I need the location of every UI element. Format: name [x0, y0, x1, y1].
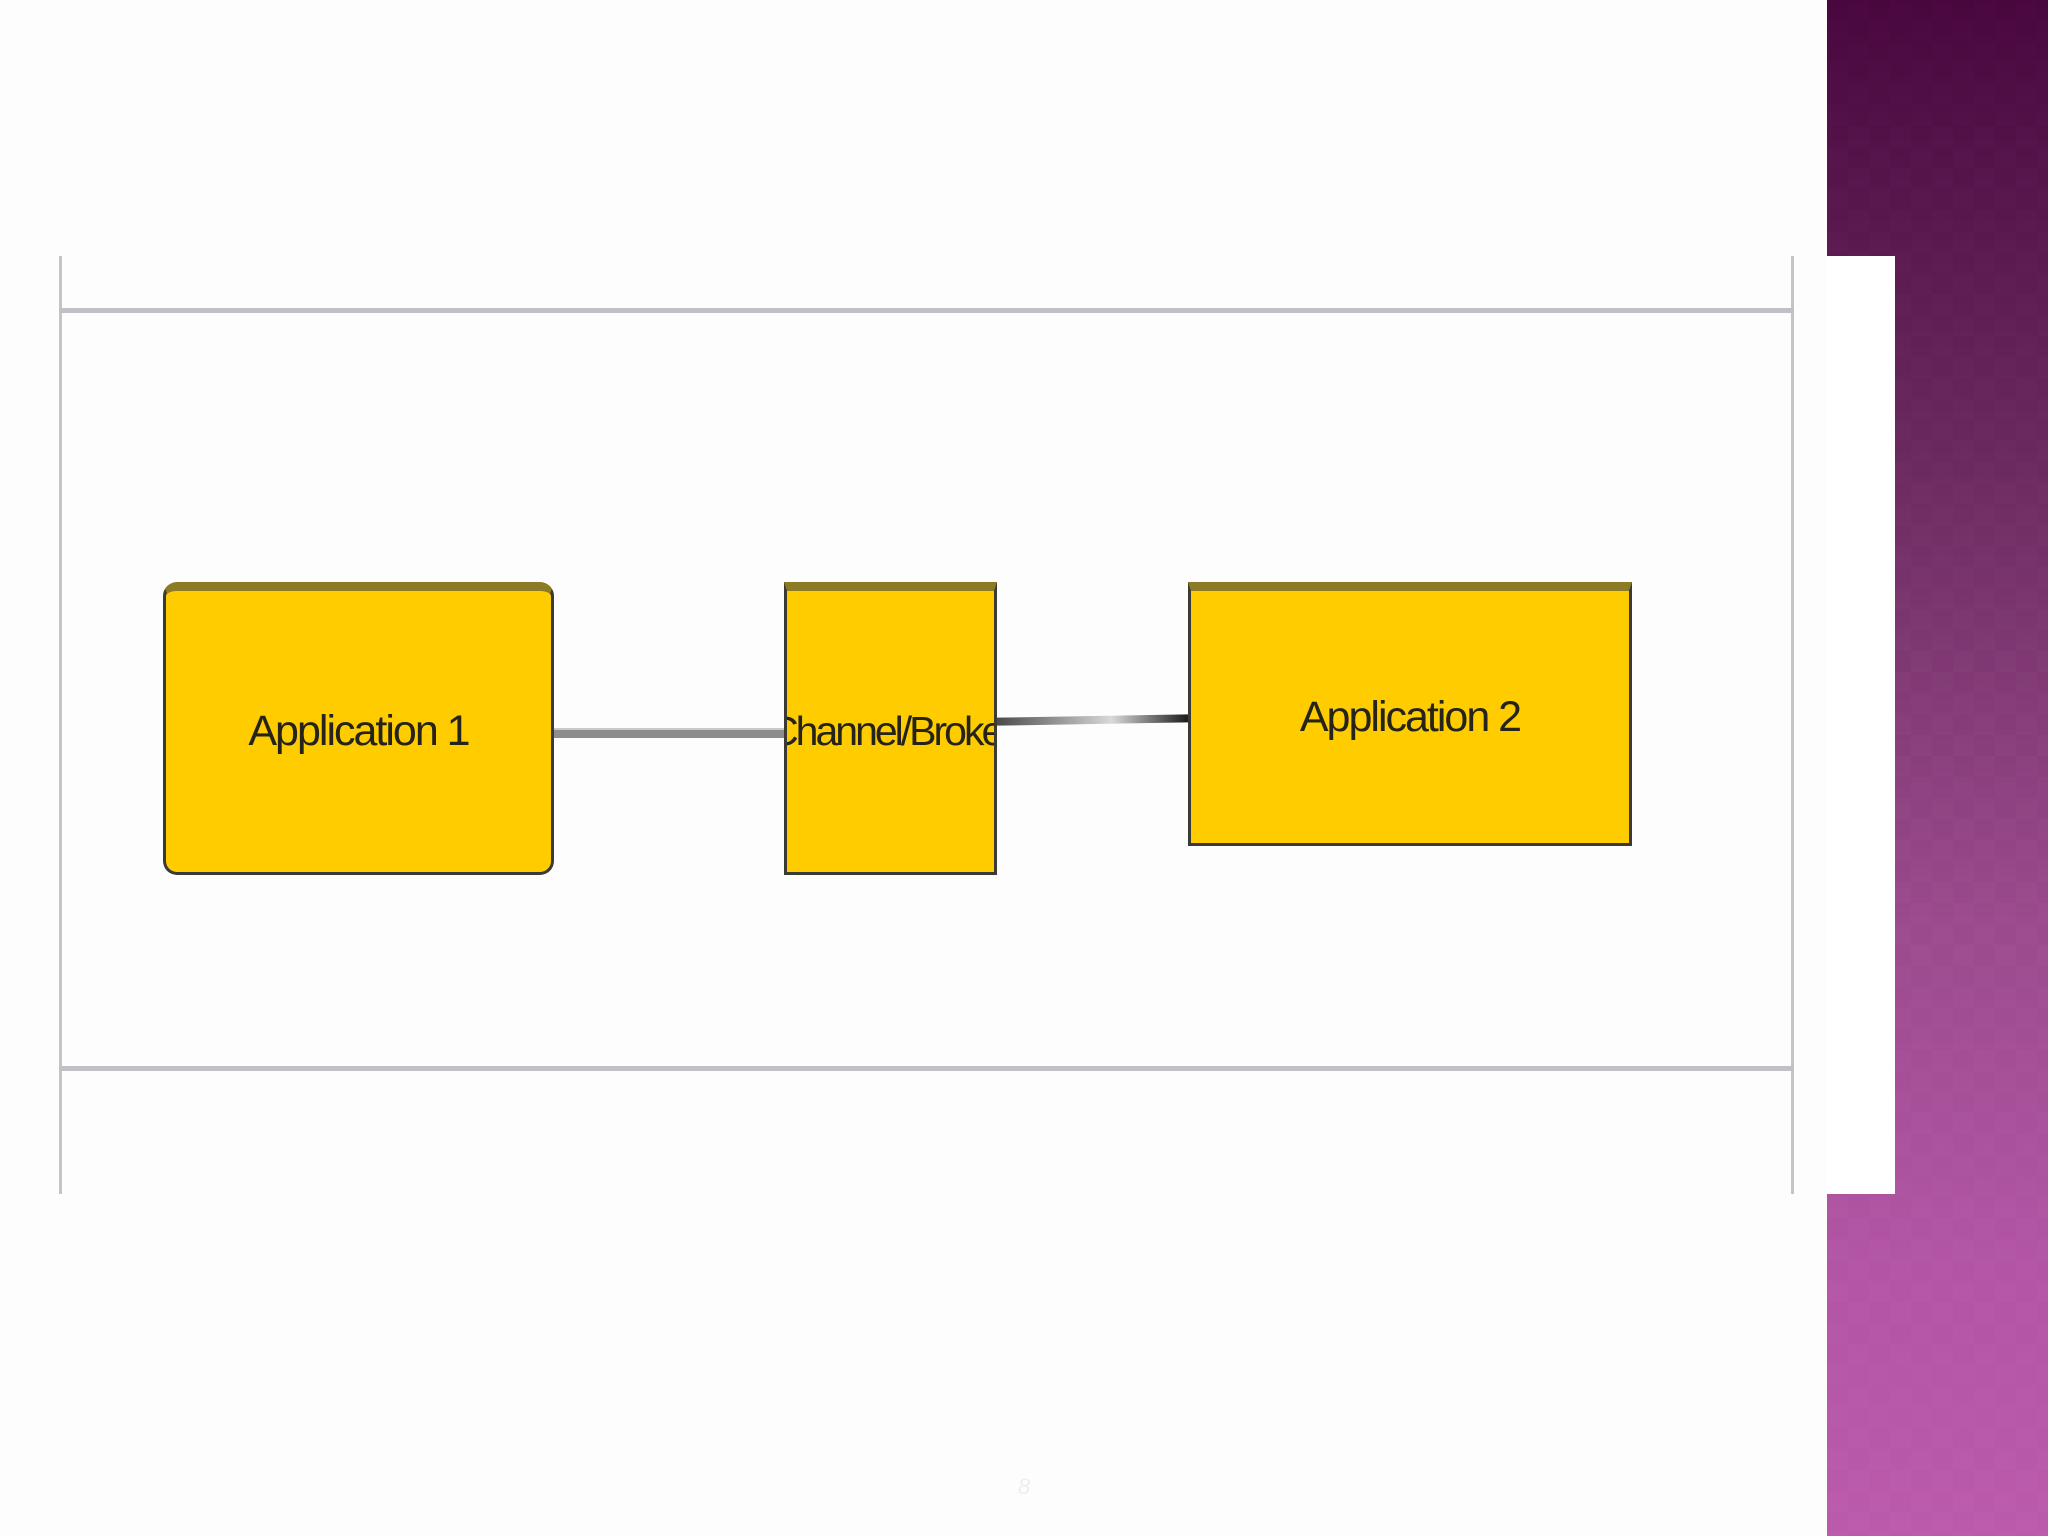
node-application-1-label: Application 1	[248, 707, 470, 755]
node-application-2-label: Application 2	[1299, 692, 1522, 741]
frame-top-divider	[59, 308, 1794, 313]
slide-page-number: 8	[1017, 1474, 1031, 1499]
node-application-2: Application 2	[1188, 582, 1632, 846]
side-band-inset	[1827, 256, 1895, 1194]
node-channel-broker: Channel/Broker	[784, 582, 997, 875]
node-channel-broker-label: Channel/Broker	[787, 708, 994, 754]
node-application-1: Application 1	[163, 582, 554, 875]
edge-app1-to-broker	[554, 728, 784, 738]
frame-bottom-divider	[59, 1066, 1794, 1071]
